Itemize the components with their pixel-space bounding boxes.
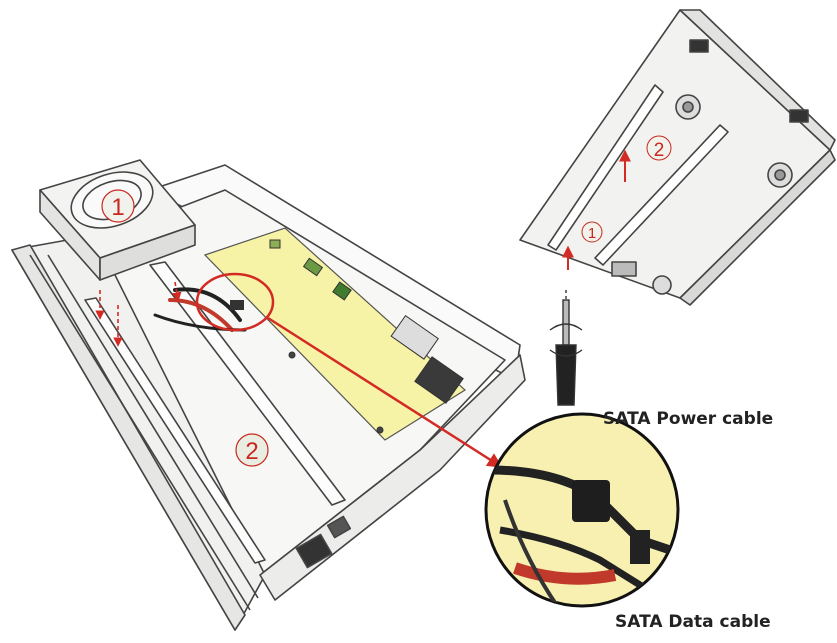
motherboard: [203, 227, 466, 441]
marker-hdd: 1: [101, 189, 135, 223]
marker-top-one: 1: [581, 221, 603, 243]
svg-text:2: 2: [654, 140, 665, 161]
marker-rail: 2: [235, 433, 269, 467]
mounting-rail: [149, 261, 346, 506]
svg-text:2: 2: [245, 438, 258, 465]
sata-power-connector: [572, 480, 610, 522]
bottom-arrows: [562, 149, 631, 270]
insertion-arrows: [95, 281, 182, 347]
nas-chassis: [11, 164, 526, 631]
sata-power-cable-label: SATA Power cable: [603, 409, 774, 429]
marker-top-two: 2: [646, 135, 672, 161]
svg-text:1: 1: [111, 194, 124, 221]
zoom-detail: [484, 412, 680, 608]
zoom-pointer-arrow: [267, 316, 503, 468]
sata-data-cable-red: [513, 562, 617, 585]
sata-data-cable-label: SATA Data cable: [615, 612, 771, 632]
cable-highlight-circle: [195, 272, 275, 332]
svg-text:1: 1: [588, 225, 596, 242]
screwdriver-icon: [549, 290, 583, 406]
board-components: [269, 239, 464, 434]
